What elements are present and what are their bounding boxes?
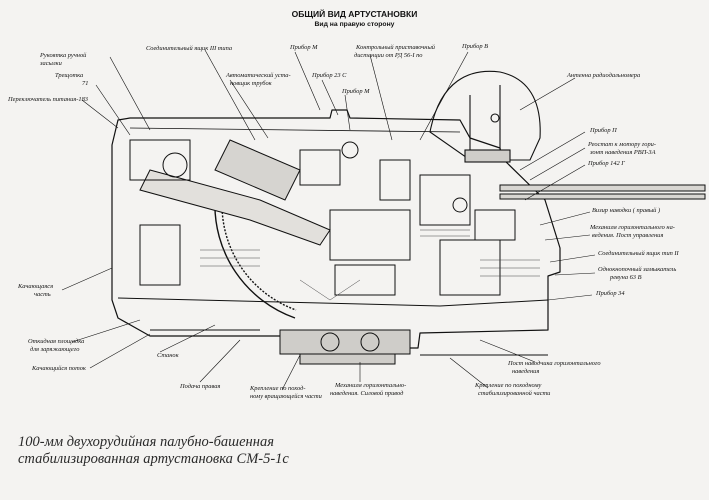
label-pribor-23s: Прибор 23 С <box>312 72 347 79</box>
label-otkidnaya: Откидная площадка <box>28 338 85 345</box>
label-avtomat-2: новщик трубок <box>230 80 272 87</box>
label-odinochny: Однокнопочный замыкатель <box>598 266 677 273</box>
label-pribor-34: Прибор 34 <box>596 290 625 297</box>
base-ring <box>279 329 411 365</box>
label-reostat-2: зонт наведения РВП-3А <box>590 149 656 156</box>
label-antenna: Антенна радиодальномера <box>567 72 641 79</box>
label-treshchotka: Трещотка <box>55 72 84 79</box>
drawing-title: ОБЩИЙ ВИД АРТУСТАНОВКИ <box>291 9 418 19</box>
gun-barrel <box>499 184 706 200</box>
label-kachayushchayasya-2: часть <box>34 291 51 298</box>
label-podacha: Подача правая <box>180 383 221 390</box>
label-stanok: Станок <box>157 352 179 359</box>
label-rukoyatka-2: засылки <box>40 60 62 67</box>
label-avtomat: Автоматический уста- <box>226 72 291 79</box>
label-pribor-m-2: Прибор М <box>342 88 370 95</box>
label-pribor-142g: Прибор 142 Г <box>588 160 625 167</box>
label-krepl-pohodnomu: Крепление по походному <box>475 382 542 389</box>
label-kontrolny: Контрольный приставочный <box>356 44 435 51</box>
roof-line <box>129 127 461 133</box>
label-otkidnaya-2: для заряжающего <box>30 346 80 353</box>
label-kreplenie-pohod-2: ному вращающейся части <box>250 393 322 400</box>
label-pribor-m-top: Прибор М <box>290 44 318 51</box>
caption-line-2: стабилизированная артустановка СМ-5-1с <box>18 451 289 467</box>
label-reostat: Реостат к мотору гори- <box>588 141 656 148</box>
label-mehanizm: Механизм горизонтального на- <box>590 224 675 231</box>
turret-floor-line <box>117 297 549 307</box>
label-kachayushchayasya: Качающаяся <box>18 283 54 290</box>
interior-detail <box>200 229 540 301</box>
turret-hull-outline <box>111 109 561 349</box>
leader-lines <box>61 49 596 391</box>
label-mehanizm-gor-2: наведения. Силовой привод <box>330 390 404 397</box>
label-odinochny-2: ревуна 63 В <box>610 274 642 281</box>
radar-antenna-dome <box>429 70 541 163</box>
label-rukoyatka: Рукоятка ручной <box>40 52 87 59</box>
label-soedinit-2: Соединительный ящик тип II <box>598 250 679 257</box>
label-pereklyuchatel: Переключатель питания-183 <box>8 96 88 103</box>
elevation-gear-arc <box>214 199 297 319</box>
label-sredinitelny: Соединительный ящик III типа <box>146 45 233 52</box>
label-pribor-v: Прибор В <box>462 43 489 50</box>
drawing-subtitle: Вид на правую сторону <box>314 21 395 28</box>
label-kachayushchiysya-potok: Качающийся поток <box>32 365 86 372</box>
label-treshchotka-2: 71 <box>82 80 89 87</box>
label-kontrolny-2: дистанции от РД 56-I по <box>354 52 423 59</box>
label-kreplenie-pohod: Крепление по поход- <box>250 385 306 392</box>
cradle-assembly <box>129 139 516 296</box>
label-mehanizm-2: ведения. Пост управления <box>592 232 664 239</box>
caption-line-1: 100-мм двухорудийная палубно-башенная <box>18 434 274 450</box>
label-vizir: Визир наводки ( правый ) <box>592 207 661 214</box>
label-krepl-pohodnomu-2: стабилизированной части <box>478 390 551 397</box>
label-post-navodchika-2: наведения <box>512 368 540 375</box>
label-mehanizm-gor: Механизм горизонтально- <box>335 382 407 389</box>
label-pribor-p: Прибор П <box>590 127 617 134</box>
label-post-navodchika: Пост наводчика горизонтального <box>508 360 601 367</box>
